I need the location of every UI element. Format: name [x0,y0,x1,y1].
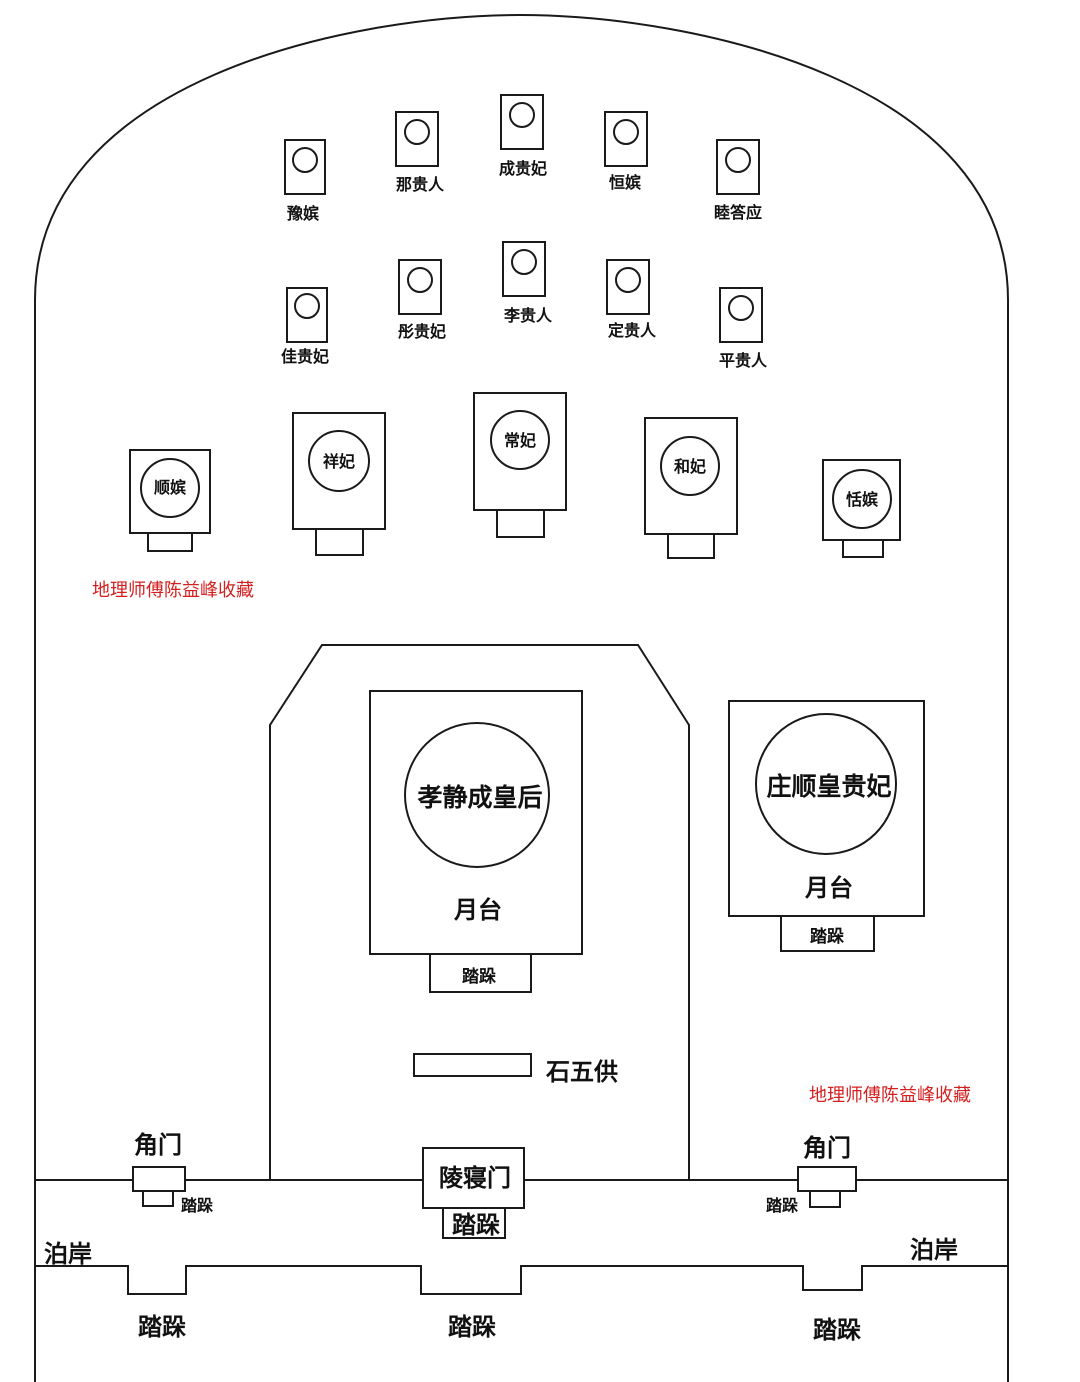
stone-five-offerings [413,1053,532,1077]
moon-platform-label: 月台 [453,896,502,924]
corner-gate-label: 角门 [134,1131,182,1159]
medium-tombs: 顺嫔 祥妃 常妃 和妃 恬嫔 [129,392,901,559]
steps-label: 踏跺 [181,1196,213,1215]
empress-label: 孝静成皇后 [417,783,542,812]
steps-label: 踏跺 [448,1313,496,1341]
tomb-label: 那贵人 [396,175,445,194]
corner-gate-left: 角门 踏跺 [132,1131,213,1215]
corner-gate-right: 角门 踏跺 [766,1134,857,1215]
consort-tomb: 庄顺皇贵妃 月台 踏跺 [728,700,925,952]
embankment-label-left: 泊岸 [44,1240,92,1268]
tomb-label: 佳贵妃 [281,347,329,366]
small-tombs: 豫嫔 那贵人 成贵妃 恒嫔 睦答应 佳贵妃 彤贵妃 李贵人 定贵人 平贵人 [281,94,768,370]
tomb-label: 恬嫔 [846,490,878,509]
steps-label: 踏跺 [452,1211,500,1239]
steps-label: 踏跺 [810,927,844,947]
gate-label: 陵寝门 [439,1164,511,1192]
steps-label: 踏跺 [766,1196,798,1215]
watermark: 地理师傅陈益峰收藏 [92,580,254,601]
tomb-label: 常妃 [504,431,536,450]
outer-wall [34,13,1009,1382]
embankment-label-right: 泊岸 [910,1236,958,1264]
tomb-label: 和妃 [674,457,706,476]
inner-enclosure [269,644,690,1180]
tomb-label: 祥妃 [323,452,355,471]
tomb-label: 成贵妃 [499,159,547,178]
moon-platform-label: 月台 [804,874,853,902]
steps-label: 踏跺 [138,1313,186,1341]
tomb-label: 恒嫔 [609,173,641,192]
corner-gate-label: 角门 [803,1134,851,1162]
tomb-label: 彤贵妃 [398,322,446,341]
tomb-label: 平贵人 [719,351,768,370]
tomb-label: 李贵人 [503,306,553,325]
tomb-label: 定贵人 [607,321,657,340]
watermark: 地理师傅陈益峰收藏 [809,1085,971,1106]
tomb-label: 顺嫔 [154,478,186,497]
tomb-label: 睦答应 [714,203,762,222]
tomb-gate: 陵寝门 踏跺 [422,1147,525,1239]
tomb-label: 豫嫔 [287,204,319,223]
empress-tomb: 孝静成皇后 月台 踏跺 [369,690,583,993]
consort-label: 庄顺皇贵妃 [766,772,891,801]
stone-five-label: 石五供 [545,1058,618,1086]
steps-label: 踏跺 [462,967,496,987]
embankment-line [35,1265,1008,1295]
steps-label: 踏跺 [813,1316,861,1344]
